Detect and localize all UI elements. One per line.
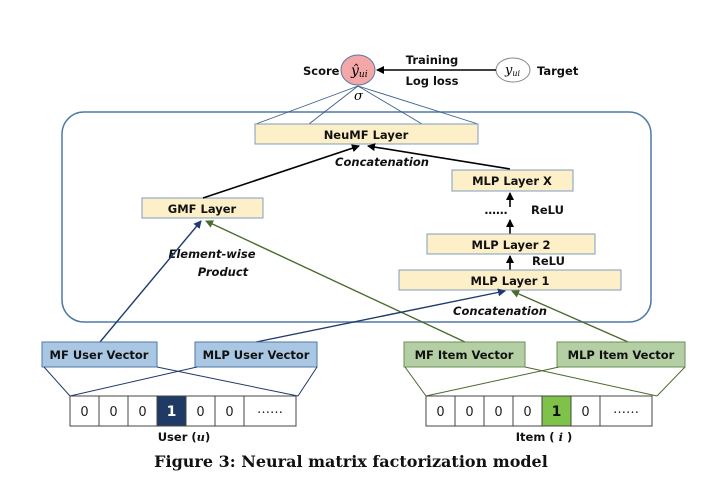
user-cell — [98, 395, 129, 427]
item-cell-value: 0 — [581, 405, 589, 420]
gmf-layer-box — [141, 197, 264, 219]
user-cell — [127, 395, 158, 427]
item-cell-value: 0 — [494, 405, 502, 420]
target-symbol: yui — [504, 63, 521, 78]
user-cell — [243, 395, 297, 427]
mlp-item-vector-box — [556, 341, 686, 368]
mlp-user-vector-box — [194, 341, 318, 368]
mf-item-vector-label: MF Item Vector — [415, 348, 514, 362]
item-cell — [425, 395, 456, 427]
product-label: Product — [198, 265, 249, 279]
mlp-user-vector-label: MLP User Vector — [203, 348, 310, 362]
neumf-layer-box — [254, 123, 479, 145]
user-cell — [185, 395, 216, 427]
mlp-user-to-mlp1-arrow — [255, 288, 506, 343]
mlp-item-to-mlp1-arrow — [511, 290, 629, 343]
dots-label: …… — [485, 203, 508, 217]
mf-user-to-gmf-arrow — [99, 220, 202, 343]
item-cell — [454, 395, 485, 427]
user-input-label: User (u) — [158, 430, 211, 444]
concat-bottom-label: Concatenation — [453, 304, 547, 318]
item-cell-value: 0 — [523, 405, 531, 420]
mlpx-to-neumf-arrow — [367, 143, 511, 170]
user-embedding-lines — [43, 366, 318, 397]
sigma-label: σ — [354, 89, 364, 104]
user-cell-value: …… — [257, 402, 283, 417]
elementwise-label: Element-wise — [168, 247, 255, 261]
score-node — [340, 54, 376, 86]
item-cell-value: 0 — [436, 405, 444, 420]
training-label: Training — [406, 53, 459, 67]
mf-user-vector-box — [41, 341, 158, 368]
mlp-layer-1-label: MLP Layer 1 — [471, 274, 550, 288]
item-cell — [483, 395, 514, 427]
output-fan-lines — [255, 85, 479, 125]
mlp-layer-1-box — [398, 269, 622, 291]
item-input-label: Item ( i ) — [516, 430, 573, 444]
mf-item-to-gmf-arrow — [205, 220, 466, 343]
mlp-item-vector-label: MLP Item Vector — [568, 348, 675, 362]
score-symbol: ŷui — [350, 62, 368, 80]
user-cell-value: 1 — [167, 404, 177, 420]
user-cell — [214, 395, 245, 427]
relu-bottom-label: ReLU — [532, 254, 565, 268]
item-cell-value: …… — [613, 402, 639, 417]
neumf-layer-label: NeuMF Layer — [324, 128, 409, 142]
mlp-layer-x-label: MLP Layer X — [472, 174, 552, 188]
item-cell — [512, 395, 543, 427]
user-cell-active — [156, 395, 187, 427]
mlp-layer-x-box — [451, 169, 574, 192]
relu-top-label: ReLU — [531, 203, 564, 217]
user-cell-value: 0 — [196, 405, 204, 420]
item-cell-value: 0 — [465, 405, 473, 420]
user-cell-value: 0 — [80, 405, 88, 420]
gmf-to-neumf-arrow — [202, 144, 360, 199]
user-cell-value: 0 — [138, 405, 146, 420]
target-label: Target — [537, 64, 579, 78]
gmf-layer-label: GMF Layer — [168, 202, 237, 216]
item-cell — [570, 395, 601, 427]
user-one-hot-vector: 0 0 0 1 0 0 …… — [69, 395, 297, 427]
user-cell-value: 0 — [109, 405, 117, 420]
item-cell — [599, 395, 653, 427]
figure-caption: Figure 3: Neural matrix factorization mo… — [154, 452, 548, 471]
item-cell-value: 1 — [552, 404, 562, 420]
mf-user-vector-label: MF User Vector — [50, 348, 149, 362]
item-one-hot-vector: 0 0 0 0 1 0 …… — [425, 395, 653, 427]
log-loss-label: Log loss — [406, 74, 459, 88]
item-cell-active — [541, 395, 572, 427]
user-cell-value: 0 — [225, 405, 233, 420]
score-label: Score — [303, 64, 340, 78]
mlp-layer-2-label: MLP Layer 2 — [472, 238, 551, 252]
concat-top-label: Concatenation — [335, 155, 429, 169]
mf-item-vector-box — [403, 341, 526, 368]
item-embedding-lines — [404, 366, 686, 397]
mlp-layer-2-box — [426, 233, 596, 255]
